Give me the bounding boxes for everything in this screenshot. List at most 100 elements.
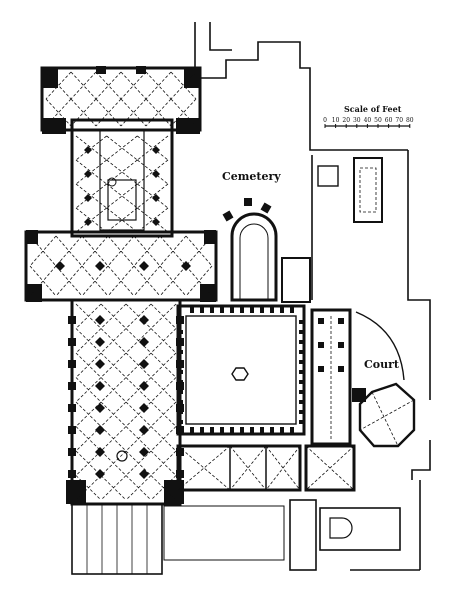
scale-tick-80: 80 xyxy=(406,117,414,124)
pier xyxy=(139,359,149,369)
scale-tick-30: 30 xyxy=(353,117,361,124)
cloister-buttress xyxy=(177,370,183,374)
cloister-buttress xyxy=(200,307,204,313)
vault-bay xyxy=(185,265,213,297)
buttress xyxy=(176,382,184,390)
cloister-buttress xyxy=(270,307,274,313)
vault-bay xyxy=(95,98,122,127)
vault-bay xyxy=(125,475,152,501)
cloister-buttress xyxy=(299,360,305,364)
vault-bay xyxy=(100,426,127,452)
cloister-buttress xyxy=(270,427,274,433)
pier xyxy=(95,469,105,479)
cloister-buttress xyxy=(299,390,305,394)
cloister-buttress xyxy=(210,307,214,313)
pier xyxy=(139,447,149,457)
scale-title: Scale of Feet xyxy=(344,104,402,114)
scale-tick-10: 10 xyxy=(332,117,340,124)
vault-bay xyxy=(75,159,107,185)
vault-bay xyxy=(125,401,152,427)
buttress xyxy=(68,404,76,412)
vault-bay xyxy=(75,207,107,233)
vault-bay xyxy=(125,450,152,476)
cloister-buttress xyxy=(240,307,244,313)
vault-bay xyxy=(137,135,169,161)
vault-bay xyxy=(120,71,147,100)
cloister-buttress xyxy=(299,350,305,354)
cloister-buttress xyxy=(280,307,284,313)
scale-tick-70: 70 xyxy=(395,117,403,124)
buttress xyxy=(176,426,184,434)
buttress xyxy=(68,360,76,368)
pier xyxy=(139,469,149,479)
pier xyxy=(152,146,160,154)
vault-bay xyxy=(125,352,152,378)
cloister-buttress xyxy=(299,380,305,384)
cloister-buttress xyxy=(290,427,294,433)
east-range xyxy=(310,308,352,446)
vault-bay xyxy=(106,207,138,233)
pier xyxy=(152,194,160,202)
vault-bay xyxy=(75,450,102,476)
cloister-buttress xyxy=(220,427,224,433)
pier xyxy=(139,425,149,435)
vault-bay xyxy=(137,207,169,233)
pier xyxy=(55,261,65,271)
pier xyxy=(84,194,92,202)
cloister-buttress xyxy=(220,307,224,313)
cloister-buttress xyxy=(260,427,264,433)
cloister-buttress xyxy=(177,380,183,384)
pier xyxy=(139,381,149,391)
scale-tick-60: 60 xyxy=(385,117,393,124)
vault-bay xyxy=(100,328,127,354)
vault-bay xyxy=(81,265,109,297)
vault-bay xyxy=(133,235,161,267)
east-turrets xyxy=(42,66,200,134)
pier xyxy=(139,261,149,271)
buttress xyxy=(176,470,184,478)
buttress xyxy=(176,404,184,412)
vault-bay xyxy=(145,98,172,127)
vault-bay xyxy=(125,303,152,329)
vault-bay xyxy=(170,71,197,100)
scale-tick-50: 50 xyxy=(374,117,382,124)
cloister-buttress xyxy=(290,307,294,313)
cloister-buttress xyxy=(177,390,183,394)
vault-bay xyxy=(125,377,152,403)
pier xyxy=(181,261,191,271)
vault-bay xyxy=(150,426,177,452)
pier xyxy=(95,381,105,391)
buttress xyxy=(176,448,184,456)
vault-bay xyxy=(106,159,138,185)
cloister-buttress xyxy=(177,340,183,344)
vault-bay xyxy=(81,235,109,267)
cemetery-label: Cemetery xyxy=(222,170,281,183)
pier xyxy=(95,425,105,435)
pier xyxy=(95,315,105,325)
vault-bay xyxy=(75,475,102,501)
vault-bay xyxy=(185,235,213,267)
vault-bay xyxy=(150,377,177,403)
vault-bay xyxy=(70,71,97,100)
pier xyxy=(84,170,92,178)
cloister-buttress xyxy=(200,427,204,433)
buttress xyxy=(68,426,76,434)
cloister-buttress xyxy=(190,307,194,313)
vault-bay xyxy=(100,377,127,403)
court-area xyxy=(352,311,416,448)
cloister-buttress xyxy=(230,307,234,313)
vault-bay xyxy=(150,475,177,501)
vault-bay xyxy=(95,71,122,100)
vault-bay xyxy=(150,352,177,378)
nave xyxy=(66,298,184,506)
vault-bay xyxy=(100,401,127,427)
cloister-buttress xyxy=(177,410,183,414)
pier xyxy=(139,315,149,325)
pier xyxy=(95,359,105,369)
cloister-buttress xyxy=(299,400,305,404)
cloister-buttress xyxy=(299,320,305,324)
vault-bay xyxy=(120,98,147,127)
pier xyxy=(152,218,160,226)
